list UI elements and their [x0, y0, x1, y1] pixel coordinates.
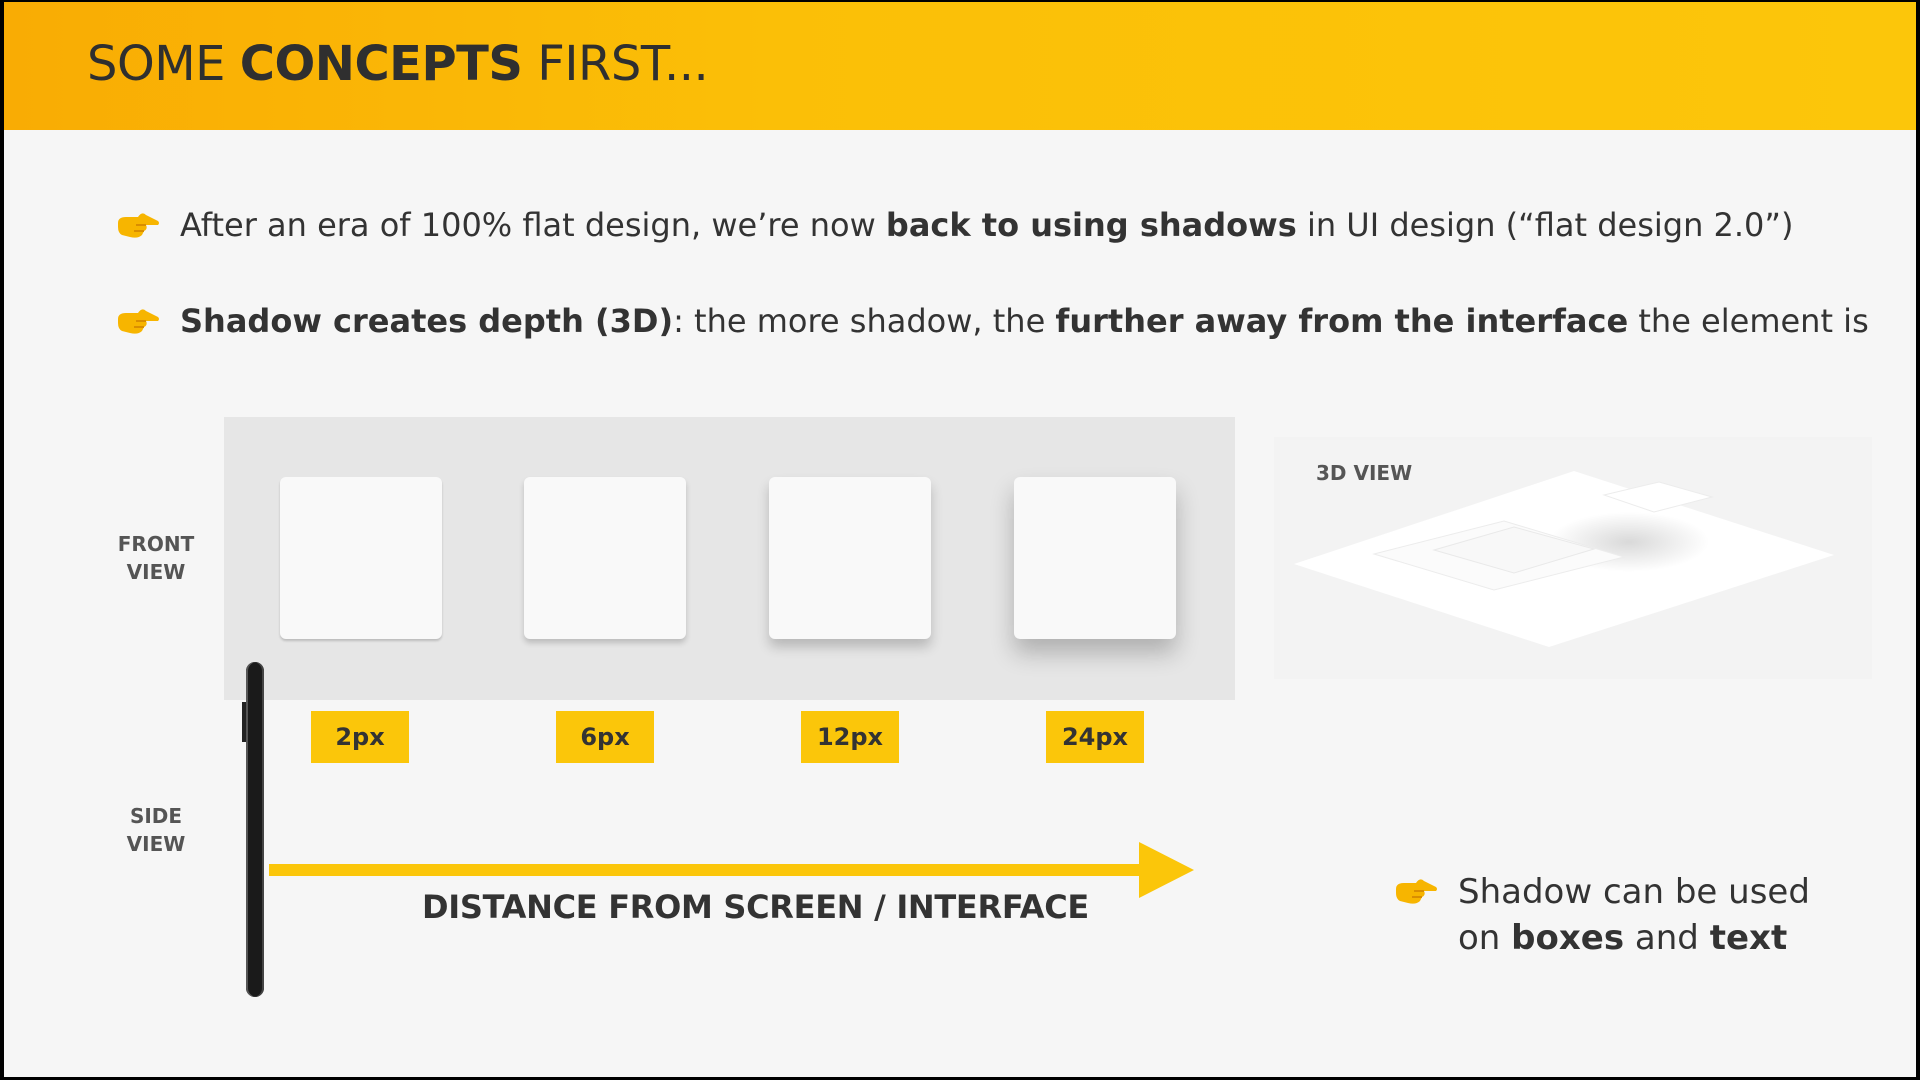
header-bar: SOME CONCEPTS FIRST...: [4, 2, 1916, 130]
shadow-size-tag: 6px: [556, 711, 654, 763]
3d-layers-illustration: [1294, 471, 1834, 647]
shadow-card-2px: [280, 477, 442, 639]
pointing-hand-icon: [118, 309, 159, 334]
bullet-1-text: After an era of 100% flat design, we’re …: [180, 206, 1794, 244]
front-view-panel: [224, 417, 1235, 700]
slide-title: SOME CONCEPTS FIRST...: [87, 36, 709, 92]
shadow-card-24px: [1014, 477, 1176, 639]
slide: SOME CONCEPTS FIRST... After an era of 1…: [4, 2, 1916, 1077]
bullet-3: Shadow can be used on boxes and text: [1394, 869, 1810, 961]
shadow-size-tag: 24px: [1046, 711, 1144, 763]
shadow-size-tag: 2px: [311, 711, 409, 763]
pointing-hand-icon: [1396, 879, 1437, 904]
front-view-label: FRONT VIEW: [117, 532, 195, 584]
side-view-label: SIDE VIEW: [126, 804, 186, 856]
bullet-2: Shadow creates depth (3D): the more shad…: [116, 302, 1869, 340]
3d-view-label: 3D VIEW: [1316, 461, 1413, 485]
shadow-card-6px: [524, 477, 686, 639]
3d-view-panel: 3D VIEW: [1274, 437, 1872, 679]
pointing-hand-icon: [118, 213, 159, 238]
shadow-size-tag: 12px: [801, 711, 899, 763]
shadow-card-12px: [769, 477, 931, 639]
distance-arrow: [269, 842, 1194, 898]
bullet-2-text: Shadow creates depth (3D): the more shad…: [180, 302, 1869, 340]
phone-side-view: [242, 662, 264, 997]
bullet-1: After an era of 100% flat design, we’re …: [116, 206, 1793, 244]
bullet-3-text: Shadow can be used on boxes and text: [1458, 872, 1810, 958]
distance-label: DISTANCE FROM SCREEN / INTERFACE: [422, 888, 1089, 926]
